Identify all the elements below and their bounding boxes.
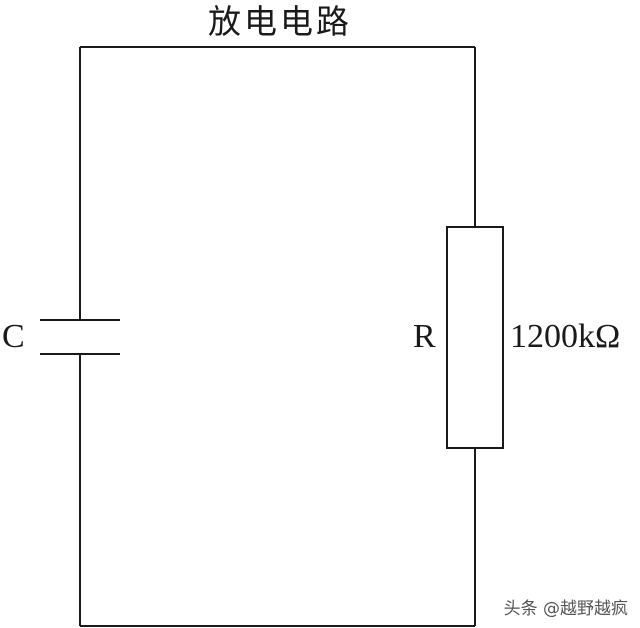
watermark: 头条 @越野越疯: [503, 599, 628, 619]
resistor-label: R: [413, 318, 436, 355]
diagram-title: 放电电路: [208, 2, 352, 41]
capacitor-label: C: [2, 318, 25, 355]
resistor-value-label: 1200kΩ: [510, 318, 621, 355]
resistor-body: [446, 226, 504, 449]
